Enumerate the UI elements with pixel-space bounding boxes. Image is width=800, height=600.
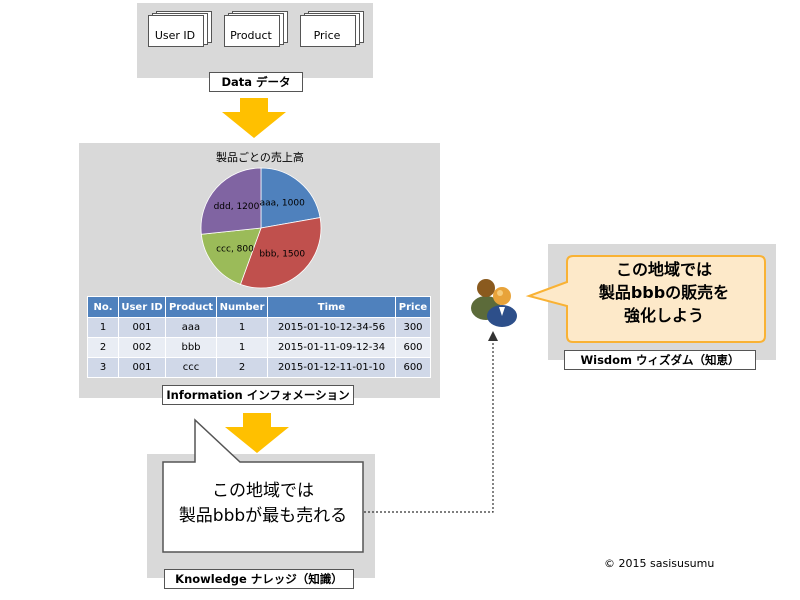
table-cell: 001: [118, 357, 166, 378]
col-header-no: No.: [87, 296, 119, 318]
col-header-time: Time: [267, 296, 396, 318]
col-header-price: Price: [395, 296, 431, 318]
doc-label-price: Price: [313, 29, 341, 42]
table-cell: 2015-01-11-09-12-34: [267, 337, 396, 358]
down-arrow-icon: [222, 98, 286, 138]
information-table: No. User ID Product Number Time Price 1 …: [87, 296, 431, 378]
col-header-user-id: User ID: [118, 296, 166, 318]
table-cell: 2015-01-10-12-34-56: [267, 317, 396, 338]
table-cell: 2: [216, 357, 268, 378]
down-arrow-icon: [225, 413, 289, 453]
pie-data-label: ddd, 1200: [214, 202, 260, 212]
table-row: 3 001 ccc 2 2015-01-12-11-01-10 600: [87, 357, 431, 378]
copyright-text: © 2015 sasisusumu: [604, 557, 715, 570]
table-cell: 3: [87, 357, 119, 378]
col-header-number: Number: [216, 296, 268, 318]
table-cell: 001: [118, 317, 166, 338]
wisdom-callout-text: この地域では 製品bbbの販売を 強化しよう: [566, 258, 762, 327]
pie-slice-aaa: [260, 167, 321, 229]
information-label: Information インフォメーション: [162, 385, 354, 405]
data-label: Data データ: [209, 72, 303, 92]
table-cell: 1: [216, 317, 268, 338]
table-row: 2 002 bbb 1 2015-01-11-09-12-34 600: [87, 337, 431, 358]
knowledge-line-1: この地域では: [212, 481, 314, 501]
pie-data-label: bbb, 1500: [259, 249, 305, 259]
wisdom-line-1: この地域では: [615, 260, 712, 279]
pie-data-label: aaa, 1000: [260, 199, 305, 209]
chart-title: 製品ごとの売上高: [216, 151, 304, 164]
pie-chart: aaa, 1000 bbb, 1500 ccc, 800 ddd, 1200: [200, 167, 322, 289]
doc-label-product: Product: [230, 29, 272, 42]
pie-slice-ddd: [200, 167, 262, 235]
wisdom-line-2: 製品bbbの販売を: [598, 283, 730, 302]
wisdom-callout: [525, 255, 766, 343]
knowledge-label: Knowledge ナレッジ（知識）: [164, 569, 354, 589]
table-cell: 600: [395, 357, 431, 378]
price-document-icon: Price: [300, 11, 364, 47]
knowledge-line-2: 製品bbbが最も売れる: [178, 506, 348, 526]
wisdom-label: Wisdom ウィズダム（知恵）: [564, 350, 756, 370]
table-cell: aaa: [165, 317, 217, 338]
dotted-connector-arrow: [364, 331, 498, 513]
wisdom-line-3: 強化しよう: [623, 306, 704, 325]
pie-data-label: ccc, 800: [216, 244, 254, 254]
knowledge-callout: [162, 418, 364, 553]
people-icon: [471, 279, 517, 327]
table-cell: 002: [118, 337, 166, 358]
product-document-icon: Product: [224, 11, 288, 47]
col-header-product: Product: [165, 296, 217, 318]
table-cell: ccc: [165, 357, 217, 378]
table-cell: 1: [216, 337, 268, 358]
table-cell: 2015-01-12-11-01-10: [267, 357, 396, 378]
user-id-document-icon: User ID: [148, 11, 212, 47]
doc-label-user-id: User ID: [154, 29, 196, 42]
pie-slice-bbb: [239, 217, 322, 289]
table-cell: 1: [87, 317, 119, 338]
table-cell: bbb: [165, 337, 217, 358]
pie-slice-ccc: [200, 227, 262, 285]
knowledge-callout-text: この地域では 製品bbbが最も売れる: [163, 479, 363, 529]
table-cell: 2: [87, 337, 119, 358]
